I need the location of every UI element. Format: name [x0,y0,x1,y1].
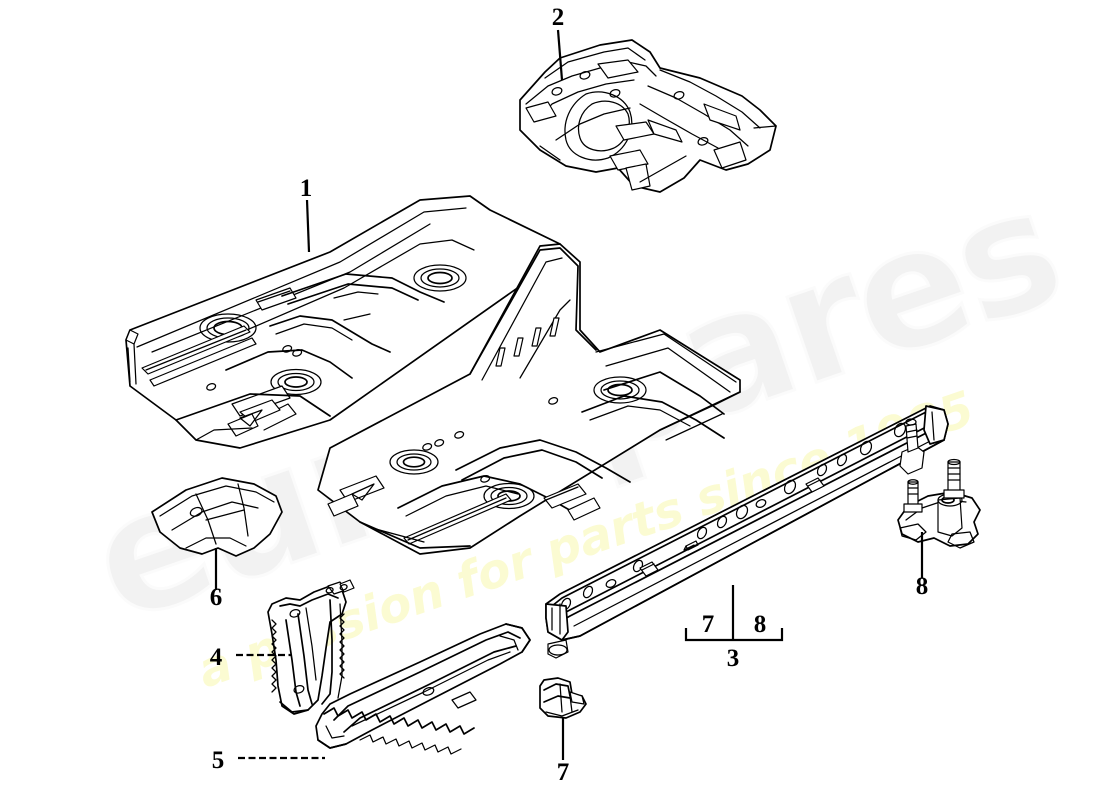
callout-number-8[interactable]: 8 [916,573,929,600]
part-2-front-crossmember[interactable] [519,39,777,193]
leader-line-1 [305,199,311,253]
emboss-ring [270,368,322,396]
emboss-ring [413,264,467,292]
callout-number-7-sub[interactable]: 7 [702,611,715,638]
callout-number-6[interactable]: 6 [210,584,223,611]
emboss-ring [593,376,647,404]
leader-lines [214,29,924,760]
group-bracket-3 [684,628,784,642]
emboss-ring [389,449,439,475]
callout-number-5[interactable]: 5 [212,747,225,774]
callout-number-2[interactable]: 2 [552,4,565,31]
part-1-floor-pan-right[interactable] [317,243,741,555]
part-3-side-member-rocker-assembly[interactable] [545,405,949,659]
callout-number-3[interactable]: 3 [727,645,740,672]
callout-number-7[interactable]: 7 [557,759,570,786]
callout-labels: 1 2 3 4 5 6 7 8 7 8 [210,4,929,786]
part-5-sill-reinforcement[interactable] [315,623,531,755]
part-4-inner-pillar-reinforcement[interactable] [267,579,355,715]
part-8-jack-point-bracket[interactable] [897,458,981,549]
callout-number-4[interactable]: 4 [210,644,223,671]
callout-number-1[interactable]: 1 [300,175,313,202]
part-7-small-clip-bracket[interactable] [539,677,587,719]
leader-line-2 [556,29,564,81]
part-1-floor-pan-left[interactable] [125,195,561,449]
callout-number-8-sub[interactable]: 8 [754,611,767,638]
part-6-wedge-bracket[interactable] [151,477,283,557]
